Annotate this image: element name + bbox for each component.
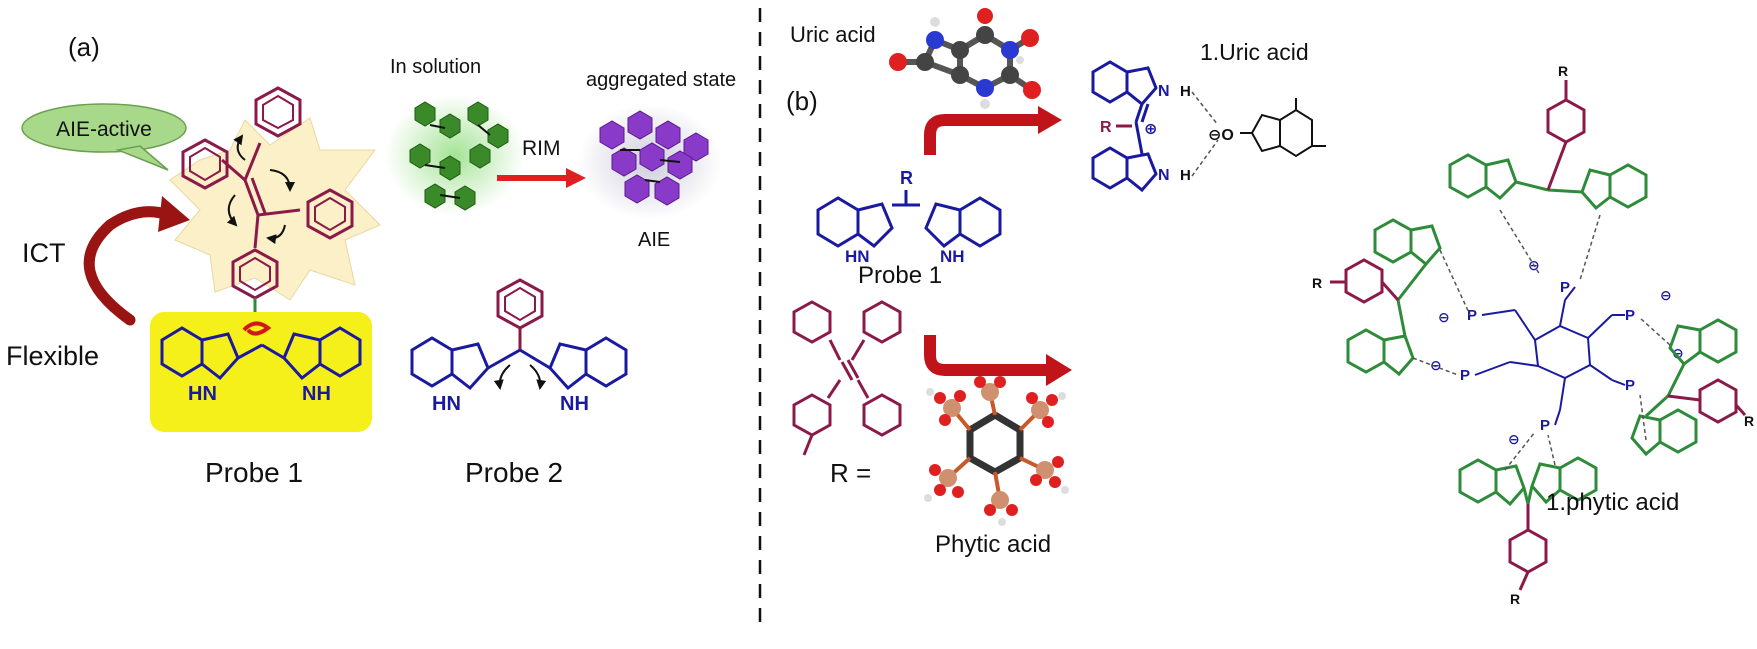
probe1-caption-a: Probe 1 xyxy=(205,457,303,488)
probe1-b-nh: NH xyxy=(940,247,965,266)
r-label-bottom: R xyxy=(1510,591,1520,607)
in-solution-text: In solution xyxy=(390,56,481,78)
uric-complex-plus: ⊕ xyxy=(1144,121,1157,138)
phenyl-left-ring xyxy=(181,138,229,190)
uric-complex-nh-bottom: N xyxy=(1158,167,1170,184)
tpe-core xyxy=(221,142,301,249)
minus-3: ⊖ xyxy=(1660,287,1672,303)
minus-5: ⊖ xyxy=(1508,431,1520,447)
uric-complex-probe xyxy=(1091,60,1158,193)
ict-arrow xyxy=(83,206,174,326)
r-tpe-fragment xyxy=(792,300,902,456)
probe1-caption-b: Probe 1 xyxy=(858,262,942,289)
probe1-indole-left xyxy=(160,326,263,381)
uric-complex-h-bottom: H xyxy=(1180,167,1191,184)
aie-active-text: AIE-active xyxy=(56,118,152,141)
minus-1: ⊖ xyxy=(1438,309,1450,325)
phytic-acid-model xyxy=(924,376,1069,526)
uric-complex-o-minus: ⊖O xyxy=(1208,127,1234,144)
p-right: P xyxy=(1625,307,1635,324)
r-label-left: R xyxy=(1312,275,1322,291)
probe1-indole-right xyxy=(261,326,362,381)
uric-acid-label: Uric acid xyxy=(790,22,876,47)
probe2-caption: Probe 2 xyxy=(465,457,563,488)
probe2-rotation-arrows xyxy=(493,364,547,390)
aggregated-molecules xyxy=(578,104,722,220)
probe2-indole-right xyxy=(519,336,628,391)
probe1-nh-label: NH xyxy=(302,383,331,405)
p-top: P xyxy=(1560,279,1570,296)
uric-complex-uric-skeleton xyxy=(1240,98,1326,158)
green-probe-bottom xyxy=(1458,456,1598,507)
aie-text: AIE xyxy=(638,229,670,251)
r-label-right: R xyxy=(1744,413,1754,429)
probe2-nh-label: NH xyxy=(560,393,589,415)
ict-arrowhead xyxy=(158,196,190,232)
purple-aryl-groups xyxy=(1330,80,1747,591)
minus-4: ⊖ xyxy=(1430,357,1442,373)
r-equals-text: R = xyxy=(830,458,871,488)
rim-arrow xyxy=(497,168,586,188)
flexible-text: Flexible xyxy=(6,341,99,371)
hydrogen-bonds xyxy=(1412,209,1671,471)
green-probe-right xyxy=(1630,318,1738,457)
probe2-hn-label: HN xyxy=(432,393,461,415)
panel-a-label: (a) xyxy=(68,32,100,62)
ict-text: ICT xyxy=(22,238,66,268)
phytate-core xyxy=(1509,299,1613,411)
arrow-to-phytic xyxy=(924,335,1072,386)
r-label-top: R xyxy=(1558,63,1568,79)
probe1-hn-label: HN xyxy=(188,383,217,405)
probe1-b-indole-right xyxy=(906,196,1002,248)
minus-6: ⊖ xyxy=(1672,345,1684,361)
panel-b-label: (b) xyxy=(786,86,818,116)
green-probe-top xyxy=(1448,153,1648,211)
arrow-to-uric xyxy=(924,106,1062,155)
probe2-phenyl xyxy=(496,278,544,350)
rotation-arrows xyxy=(226,134,295,245)
probe2-indole-left xyxy=(410,336,521,391)
phenyl-top-ring xyxy=(254,86,302,138)
aie-active-bubble: AIE-active xyxy=(21,103,187,171)
aggregated-state-text: aggregated state xyxy=(586,69,736,91)
uric-complex-r: R xyxy=(1100,119,1112,136)
phenyl-right-ring xyxy=(306,188,354,240)
uric-acid-model xyxy=(889,8,1041,109)
uric-complex-label: 1.Uric acid xyxy=(1200,39,1309,65)
probe1-yellow-box xyxy=(150,312,372,432)
probe1-b-r-label: R xyxy=(900,168,913,188)
solution-molecules xyxy=(385,95,525,215)
probe1-rotation-arrow xyxy=(242,321,272,336)
uric-complex-nh-top: N xyxy=(1158,83,1170,100)
phytic-acid-label: Phytic acid xyxy=(935,531,1051,558)
probe1-b-indole-left xyxy=(816,196,906,248)
p-top-left: P xyxy=(1467,307,1477,324)
uric-complex-h-top: H xyxy=(1180,83,1191,100)
p-bottom-right: P xyxy=(1625,377,1635,394)
probe1-b-hn: HN xyxy=(845,247,870,266)
rim-text: RIM xyxy=(522,137,561,160)
p-bottom: P xyxy=(1540,417,1550,434)
phytic-complex-label: 1.phytic acid xyxy=(1546,489,1679,516)
aie-star-shape xyxy=(169,117,381,301)
green-probe-top-left xyxy=(1346,218,1442,377)
p-left: P xyxy=(1460,367,1470,384)
